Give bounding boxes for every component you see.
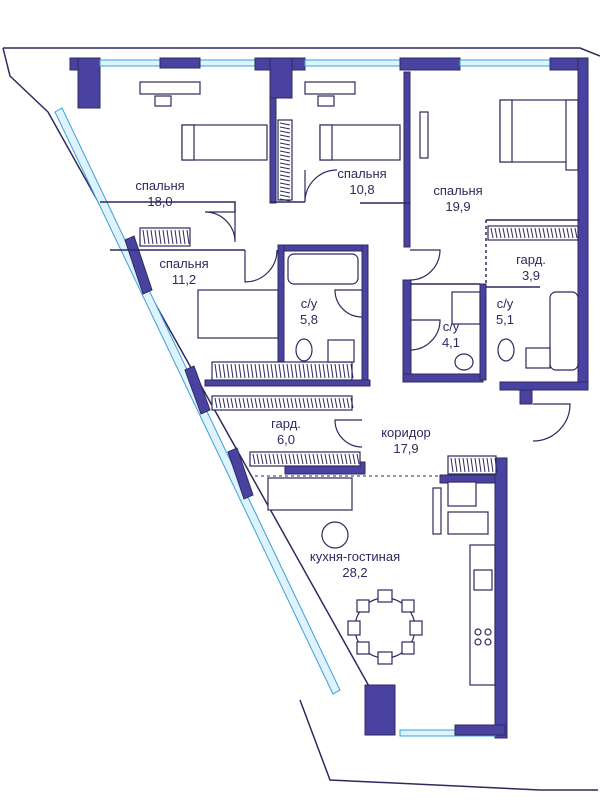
top-wall	[69, 57, 589, 389]
room-bath-5-8-area: 5,8	[300, 312, 318, 327]
wardrobe-hatch	[142, 229, 190, 245]
room-corridor-name: коридор	[381, 425, 431, 440]
room-bedroom-19-9-area: 19,9	[445, 199, 470, 214]
wardrobe-hatch	[490, 227, 578, 239]
wardrobe-hatch	[214, 363, 354, 379]
bed-4	[197, 289, 279, 339]
bed-2	[319, 124, 401, 161]
bed-1	[181, 124, 268, 161]
room-bedroom-10-8-area: 10,8	[349, 182, 374, 197]
room-bedroom-18-area: 18,0	[147, 194, 172, 209]
room-bath-4-1-name: с/у	[443, 319, 460, 334]
room-wardrobe-6-0-name: гард.	[271, 416, 301, 431]
wardrobe-hatch	[279, 122, 291, 202]
room-wardrobe-3-9-area: 3,9	[522, 268, 540, 283]
room-corridor-area: 17,9	[393, 441, 418, 456]
room-bath-5-1-area: 5,1	[496, 312, 514, 327]
room-kitchen-living-name: кухня-гостиная	[310, 549, 400, 564]
room-bedroom-11-2-area: 11,2	[172, 272, 196, 287]
sofa	[267, 477, 353, 511]
room-bath-5-1-name: с/у	[497, 296, 514, 311]
room-bedroom-18-name: спальня	[135, 178, 184, 193]
bed-3	[499, 99, 579, 163]
diagonal-wall	[54, 107, 341, 695]
room-labels: спальня 18,0 спальня 10,8 спальня 19,9 с…	[135, 166, 546, 580]
room-bedroom-10-8-name: спальня	[337, 166, 386, 181]
room-bedroom-11-2-name: спальня	[159, 256, 208, 271]
room-bath-5-8-name: с/у	[301, 296, 318, 311]
doors	[204, 169, 571, 448]
room-bedroom-19-9-name: спальня	[433, 183, 482, 198]
wardrobe-hatch	[450, 457, 498, 473]
room-wardrobe-6-0-area: 6,0	[277, 432, 295, 447]
room-kitchen-living-area: 28,2	[342, 565, 367, 580]
kitchen-counter	[469, 544, 496, 686]
room-bath-4-1-area: 4,1	[442, 335, 460, 350]
room-wardrobe-3-9-name: гард.	[516, 252, 546, 267]
wardrobe-hatch	[214, 397, 354, 409]
wardrobe-hatch	[252, 453, 360, 465]
